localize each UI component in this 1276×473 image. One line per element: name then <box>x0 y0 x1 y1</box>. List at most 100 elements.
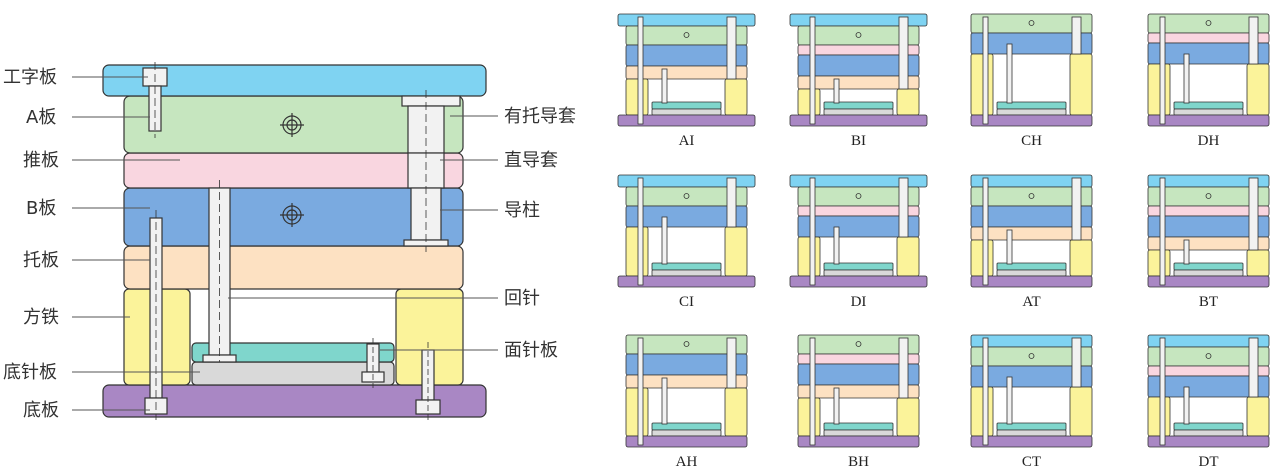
variant-bh: BH <box>797 334 920 470</box>
variant-bh-spacer-right <box>896 397 920 437</box>
variant-bt-center-mark <box>1205 193 1212 199</box>
variant-ah-spacer-right <box>724 387 748 437</box>
variant-bh-spacer-left <box>797 397 821 437</box>
variant-ch-spacer-right <box>1069 53 1093 116</box>
variant-at-spacer-right <box>1069 239 1093 277</box>
variant-at-guide-pin <box>1071 177 1082 241</box>
variant-bt-bottom-plate <box>1147 275 1270 288</box>
variant-bi-center-mark <box>855 32 862 38</box>
variant-bh-bottom-plate <box>797 435 920 448</box>
variant-di-bottom-plate <box>789 275 928 288</box>
variant-dt-screw <box>1159 337 1166 446</box>
variant-di-caption: DI <box>851 294 867 310</box>
variant-ai-guide-pin <box>726 16 737 80</box>
variant-bh-support-plate <box>797 384 920 399</box>
variant-at: AT <box>970 174 1093 310</box>
variant-bi-caption: BI <box>851 133 866 149</box>
variant-dh-ejector-retainer <box>1173 108 1244 116</box>
label-b-plate: B板 <box>26 198 56 219</box>
variant-ai-bottom-plate <box>617 114 756 127</box>
variant-ai-spacer-right <box>724 78 748 116</box>
variant-ch-caption: CH <box>1021 133 1042 149</box>
variant-ch-B-plate <box>970 32 1093 55</box>
variant-bt-screw <box>1159 177 1166 286</box>
variant-ah-screw <box>637 337 644 446</box>
variant-ci-B-plate <box>625 205 748 228</box>
variant-ah-guide-pin <box>726 337 737 389</box>
variant-bi-guide-pin <box>898 16 909 90</box>
right-labels: 有托导套 直导套 导柱 回针 面针板 <box>504 106 576 361</box>
variant-ch-center-mark <box>1028 20 1035 26</box>
variant-bi-bottom-plate <box>789 114 928 127</box>
variant-ch: CH <box>970 13 1093 149</box>
label-top-clamp: 工字板 <box>3 67 57 88</box>
variant-dt-B-plate <box>1147 375 1270 398</box>
variant-ci-spacer-left <box>625 226 649 277</box>
variant-ai-spacer-left <box>625 78 649 116</box>
variant-bi-spacer-left <box>797 88 821 116</box>
main-mold-diagram <box>102 62 487 420</box>
variant-at-bottom-plate <box>970 275 1093 288</box>
variant-bi: BI <box>789 13 928 149</box>
variant-ai: AI <box>617 13 756 149</box>
variant-ai-support-plate <box>625 65 748 80</box>
label-ejector-plate: 面针板 <box>504 340 558 361</box>
variant-ch-guide-pin <box>1071 16 1082 55</box>
variant-dt-spacer-left <box>1147 396 1171 437</box>
variant-ch-bottom-plate <box>970 114 1093 127</box>
variant-bi-spacer-right <box>896 88 920 116</box>
variant-di-spacer-right <box>896 236 920 277</box>
variant-di-screw <box>809 177 816 286</box>
variant-ct-return-pin <box>1006 376 1013 425</box>
variant-grid: AI BI CH DH CI DI AT BT AH BH CT DT <box>617 13 1270 470</box>
variant-bt-support-plate <box>1147 236 1270 251</box>
variant-bt-caption: BT <box>1199 294 1218 310</box>
variant-bt: BT <box>1147 174 1270 310</box>
variant-ch-spacer-left <box>970 53 994 116</box>
variant-bh-screw <box>809 337 816 446</box>
top-clamp-plate <box>102 64 487 97</box>
variant-ci-center-mark <box>683 193 690 199</box>
variant-dh-spacer-left <box>1147 63 1171 116</box>
variant-ah-return-pin <box>661 377 668 425</box>
label-guide-pin: 导柱 <box>504 200 540 221</box>
variant-ch-ejector-retainer <box>996 108 1067 116</box>
variant-dh-bottom-plate <box>1147 114 1270 127</box>
variant-di-center-mark <box>855 193 862 199</box>
label-support: 托板 <box>23 250 59 271</box>
label-shoulder-bushing: 有托导套 <box>504 106 576 127</box>
variant-bh-guide-pin <box>898 337 909 399</box>
straight-bushing <box>407 152 445 189</box>
variant-bh-center-mark <box>855 341 862 347</box>
variant-bi-return-pin <box>833 78 840 104</box>
variant-bt-ejector-retainer <box>1173 269 1244 277</box>
variant-bh-return-pin <box>833 387 840 425</box>
variant-ai-ejector-retainer <box>651 108 722 116</box>
variant-bh-ejector-retainer <box>823 429 894 437</box>
variant-ah-caption: AH <box>676 454 698 470</box>
variant-ct-guide-pin <box>1071 337 1082 388</box>
variant-dh-caption: DH <box>1198 133 1220 149</box>
variant-ah-spacer-left <box>625 387 649 437</box>
variant-ah: AH <box>625 334 748 470</box>
variant-at-spacer-left <box>970 239 994 277</box>
variant-dh-guide-pin <box>1248 16 1259 65</box>
variant-ci-guide-pin <box>726 177 737 228</box>
variant-bh-caption: BH <box>848 454 869 470</box>
leader-lines <box>72 76 498 411</box>
variant-at-return-pin <box>1006 229 1013 265</box>
variant-ct-caption: CT <box>1022 454 1041 470</box>
variant-di-ejector-retainer <box>823 269 894 277</box>
variant-dt: DT <box>1147 334 1270 470</box>
left-labels: 工字板 A板 推板 B板 托板 方铁 底针板 底板 <box>3 67 59 421</box>
variant-ci-caption: CI <box>679 294 694 310</box>
label-ejector-retainer: 底针板 <box>3 362 57 383</box>
variant-ct-ejector-retainer <box>996 429 1067 437</box>
label-return-pin: 回针 <box>504 288 540 309</box>
label-bottom-clamp: 底板 <box>23 400 59 421</box>
variant-ai-center-mark <box>683 32 690 38</box>
variant-bi-support-plate <box>797 75 920 90</box>
variant-ah-support-plate <box>625 374 748 389</box>
variant-ch-return-pin <box>1006 43 1013 104</box>
